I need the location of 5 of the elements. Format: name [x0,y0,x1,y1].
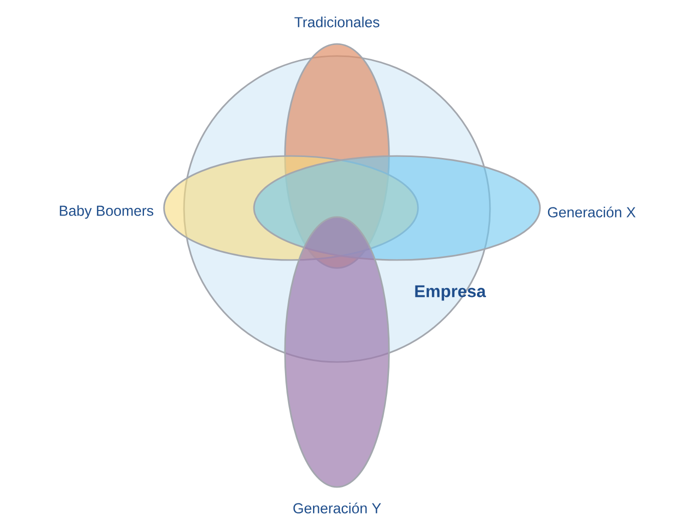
group-label: Tradicionales [294,16,380,28]
center-label: Empresa [415,285,486,301]
group-label: Generación Y [293,502,381,514]
group-label: Generación X [548,206,636,218]
group-label: Baby Boomers [60,205,154,219]
